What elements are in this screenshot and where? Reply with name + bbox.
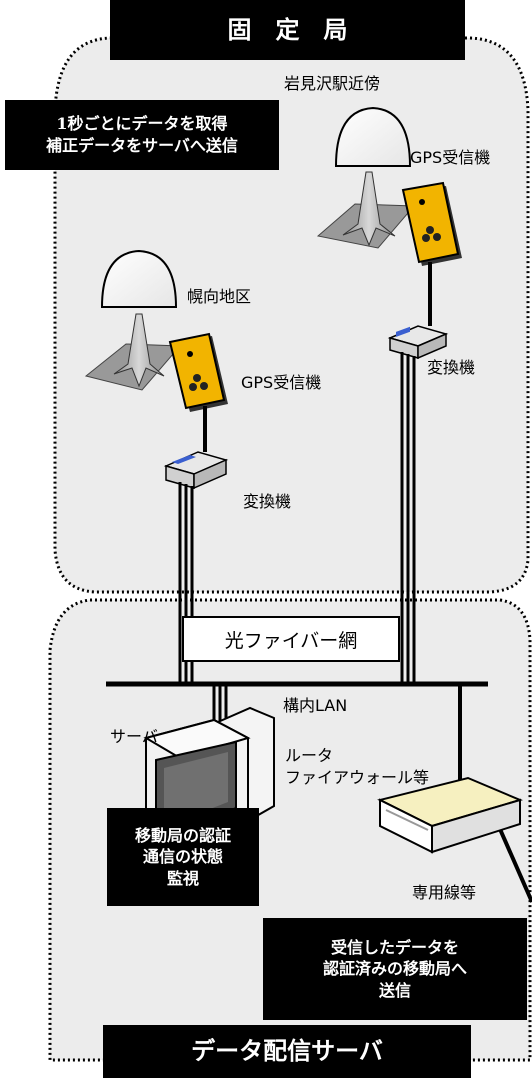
antenna-site-a	[316, 106, 416, 249]
server-note-line-1: 移動局の認証	[134, 825, 231, 845]
server-note-line-2: 通信の状態	[142, 847, 223, 867]
gps-receiver-1-device	[401, 181, 462, 266]
site-a-label: 岩見沢駅近傍	[284, 74, 381, 93]
converter-1-device	[387, 325, 449, 360]
server-note-line-3: 監視	[166, 868, 199, 888]
fixed-station-note: 1秒ごとにデータを取得 補正データをサーバへ送信	[5, 100, 279, 170]
gps-receiver-1-label: GPS受信機	[410, 148, 491, 167]
antenna-site-b	[84, 249, 182, 391]
send-note-line-3: 送信	[378, 980, 411, 1000]
fixed-note-line-2: 補正データをサーバへ送信	[46, 136, 238, 155]
dedicated-line-label: 専用線等	[412, 883, 477, 902]
router-label-line-1: ルータ	[285, 746, 334, 765]
router-label-line-2: ファイアウォール等	[285, 768, 430, 787]
fixed-station-title: 固 定 局	[110, 0, 465, 60]
converter-2-label: 変換機	[243, 492, 292, 511]
converter-2-device	[163, 451, 229, 490]
send-note-line-1: 受信したデータを	[330, 937, 459, 957]
server-title: データ配信サーバ	[103, 1025, 471, 1078]
gps-receiver-2-label: GPS受信機	[241, 373, 322, 392]
gps-receiver-2-device	[168, 332, 228, 412]
fixed-station-region	[53, 36, 530, 594]
converter-1-label: 変換機	[427, 358, 476, 377]
lan-label: 構内LAN	[283, 696, 348, 715]
site-b-label: 幌向地区	[187, 287, 252, 306]
server-device	[143, 706, 275, 844]
send-note: 受信したデータを 認証済みの移動局へ 送信	[263, 918, 527, 1020]
server-label: サーバ	[110, 727, 158, 746]
fixed-note-line-1: 1秒ごとにデータを取得	[56, 114, 228, 134]
fiber-network-label: 光ファイバー網	[182, 616, 400, 662]
router-device	[377, 776, 523, 854]
server-note: 移動局の認証 通信の状態 監視	[107, 808, 259, 906]
send-note-line-2: 認証済みの移動局へ	[322, 959, 467, 979]
